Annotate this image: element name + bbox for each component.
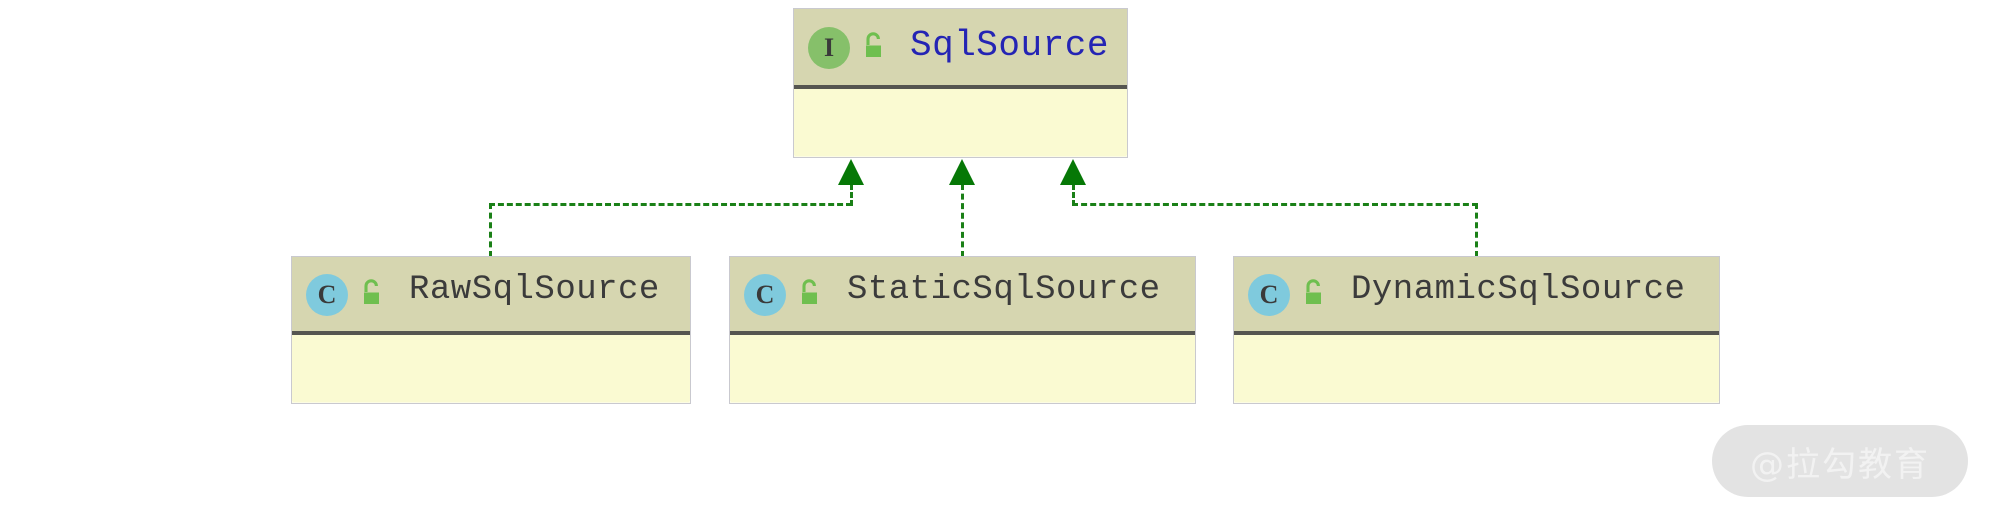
unlocked-padlock-icon <box>1301 279 1327 309</box>
uml-node-members <box>292 335 690 401</box>
interface-stereotype-icon: I <box>808 27 850 69</box>
uml-node-header: I SqlSource <box>794 9 1127 89</box>
connector-dynamic-vertical-lower <box>1475 203 1478 257</box>
connector-dynamic-vertical-upper <box>1072 184 1075 206</box>
uml-node-dynamic-sql-source[interactable]: C DynamicSqlSource <box>1233 256 1720 404</box>
uml-node-header: C DynamicSqlSource <box>1234 257 1719 335</box>
uml-node-members <box>730 335 1195 401</box>
uml-node-header: C StaticSqlSource <box>730 257 1195 335</box>
uml-node-raw-sql-source[interactable]: C RawSqlSource <box>291 256 691 404</box>
connector-raw-horizontal <box>489 203 852 206</box>
uml-node-title: RawSqlSource <box>409 271 660 309</box>
arrowhead-raw-to-sqlsource <box>838 159 864 185</box>
class-stereotype-icon: C <box>744 274 786 316</box>
unlocked-padlock-icon <box>359 279 385 309</box>
uml-node-title: DynamicSqlSource <box>1351 271 1686 309</box>
arrowhead-static-to-sqlsource <box>949 159 975 185</box>
class-stereotype-icon: C <box>1248 274 1290 316</box>
uml-node-title: StaticSqlSource <box>847 271 1161 309</box>
watermark-badge: @拉勾教育 <box>1712 425 1968 497</box>
connector-static-vertical <box>961 184 964 257</box>
uml-node-sql-source[interactable]: I SqlSource <box>793 8 1128 158</box>
uml-node-static-sql-source[interactable]: C StaticSqlSource <box>729 256 1196 404</box>
connector-raw-vertical-upper <box>850 184 853 206</box>
uml-node-members <box>1234 335 1719 401</box>
class-stereotype-icon: C <box>306 274 348 316</box>
unlocked-padlock-icon <box>861 32 887 62</box>
watermark-text: @拉勾教育 <box>1750 444 1930 485</box>
uml-node-header: C RawSqlSource <box>292 257 690 335</box>
uml-node-title: SqlSource <box>910 25 1109 66</box>
arrowhead-dynamic-to-sqlsource <box>1060 159 1086 185</box>
uml-node-members <box>794 89 1127 155</box>
unlocked-padlock-icon <box>797 279 823 309</box>
connector-raw-vertical-lower <box>489 203 492 257</box>
connector-dynamic-horizontal <box>1072 203 1478 206</box>
